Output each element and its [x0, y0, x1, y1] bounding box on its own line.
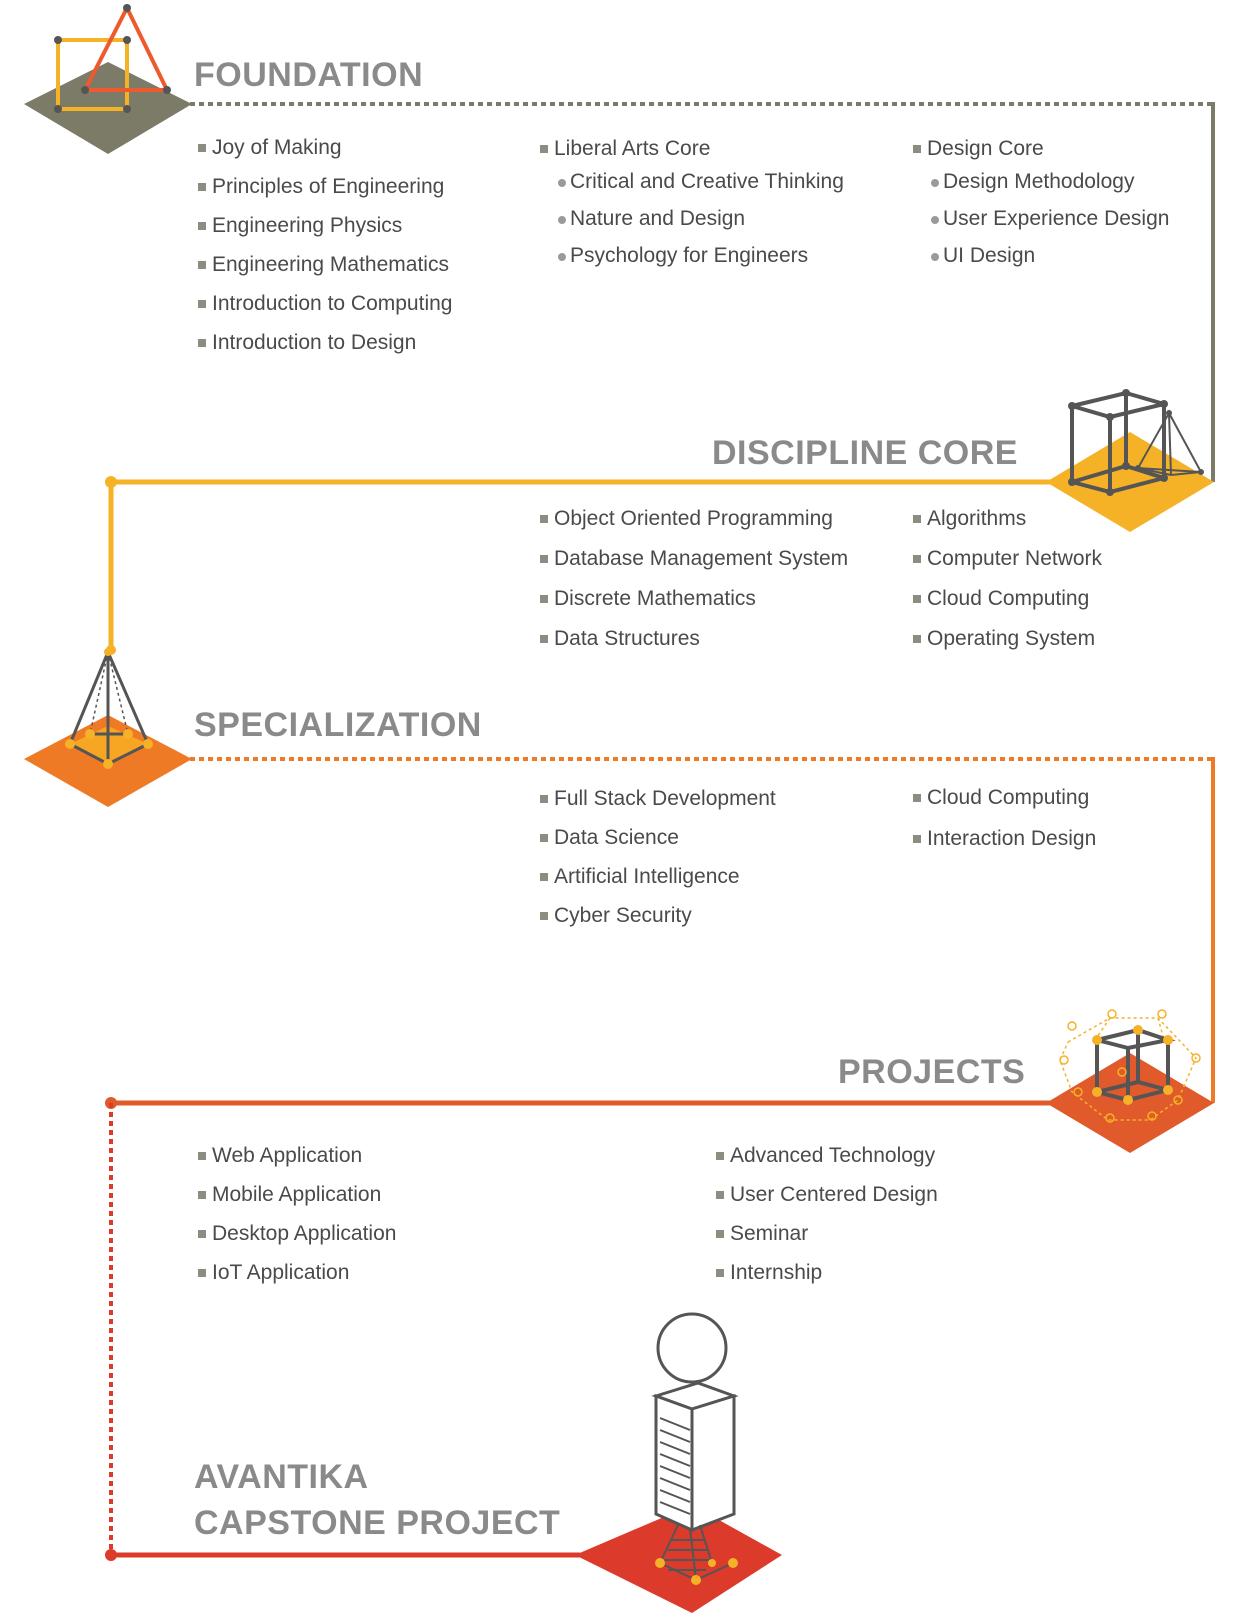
list-item: Data Science	[540, 824, 776, 863]
list-item: Data Structures	[540, 625, 848, 665]
list-group-heading: Liberal Arts Core	[540, 135, 844, 168]
list-item: Seminar	[716, 1220, 938, 1259]
list-item: User Experience Design	[913, 205, 1169, 242]
capstone-figure-icon	[575, 1312, 782, 1613]
list-item: Mobile Application	[198, 1181, 396, 1220]
list-item: Advanced Technology	[716, 1142, 938, 1181]
specialization-col1: Full Stack Development Data Science Arti…	[540, 785, 776, 941]
list-item: Joy of Making	[198, 134, 452, 173]
projects-col2: Advanced Technology User Centered Design…	[716, 1142, 938, 1298]
capstone-heading-line1: AVANTIKA	[194, 1458, 369, 1496]
list-item: Object Oriented Programming	[540, 505, 848, 545]
list-item: Cyber Security	[540, 902, 776, 941]
specialization-col2: Cloud Computing Interaction Design	[913, 784, 1096, 864]
list-group-heading: Design Core	[913, 135, 1169, 168]
projects-col1: Web Application Mobile Application Deskt…	[198, 1142, 396, 1298]
list-item: Engineering Mathematics	[198, 251, 452, 290]
discipline-core-heading: DISCIPLINE CORE	[712, 434, 1018, 472]
list-item: Engineering Physics	[198, 212, 452, 251]
capstone-heading-line2: CAPSTONE PROJECT	[194, 1504, 561, 1542]
list-item: User Centered Design	[716, 1181, 938, 1220]
list-item: Design Methodology	[913, 168, 1169, 205]
list-item: Cloud Computing	[913, 784, 1096, 825]
foundation-col1: Joy of Making Principles of Engineering …	[198, 134, 452, 368]
list-item: Full Stack Development	[540, 785, 776, 824]
list-item: Psychology for Engineers	[540, 242, 844, 279]
connector-capstone	[105, 1103, 580, 1561]
list-item: Introduction to Design	[198, 329, 452, 368]
foundation-heading: FOUNDATION	[194, 56, 424, 94]
list-item: Web Application	[198, 1142, 396, 1181]
list-item: Computer Network	[913, 545, 1102, 585]
connector-projects	[105, 1097, 1055, 1109]
connector-specialization	[190, 757, 1215, 1103]
specialization-heading: SPECIALIZATION	[194, 706, 482, 744]
projects-icon	[1046, 1009, 1214, 1153]
projects-heading: PROJECTS	[838, 1053, 1026, 1091]
list-item: IoT Application	[198, 1259, 396, 1298]
list-item: UI Design	[913, 242, 1169, 279]
foundation-col3: Design Core Design Methodology User Expe…	[913, 135, 1169, 279]
list-item: Nature and Design	[540, 205, 844, 242]
list-item: Critical and Creative Thinking	[540, 168, 844, 205]
foundation-icon	[24, 3, 192, 154]
list-item: Artificial Intelligence	[540, 863, 776, 902]
discipline-core-col2: Algorithms Computer Network Cloud Comput…	[913, 505, 1102, 665]
list-item: Algorithms	[913, 505, 1102, 545]
specialization-icon	[24, 648, 192, 807]
discipline-core-col1: Object Oriented Programming Database Man…	[540, 505, 848, 665]
foundation-col2: Liberal Arts Core Critical and Creative …	[540, 135, 844, 279]
connector-foundation	[190, 102, 1215, 482]
list-item: Principles of Engineering	[198, 173, 452, 212]
list-item: Desktop Application	[198, 1220, 396, 1259]
list-item: Operating System	[913, 625, 1102, 665]
list-item: Cloud Computing	[913, 585, 1102, 625]
list-item: Discrete Mathematics	[540, 585, 848, 625]
list-item: Interaction Design	[913, 825, 1096, 864]
discipline-core-icon	[1046, 389, 1214, 532]
list-item: Database Management System	[540, 545, 848, 585]
list-item: Introduction to Computing	[198, 290, 452, 329]
list-item: Internship	[716, 1259, 938, 1298]
